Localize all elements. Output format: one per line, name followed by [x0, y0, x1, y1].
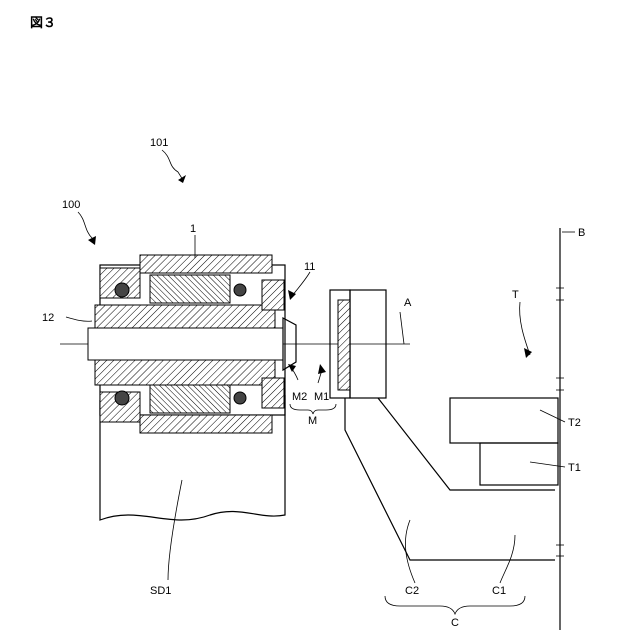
label-m: M [308, 415, 317, 427]
label-t1: T1 [568, 462, 581, 474]
label-1: 1 [190, 223, 196, 235]
label-100: 100 [62, 199, 80, 211]
label-c1: C1 [492, 585, 506, 597]
label-m2: M2 [292, 391, 307, 403]
tool-holder [330, 290, 555, 560]
spindle-assembly [88, 255, 296, 520]
label-b: B [578, 227, 585, 239]
label-a: A [404, 297, 412, 309]
label-c2: C2 [405, 585, 419, 597]
label-t2: T2 [568, 417, 581, 429]
label-11: 11 [304, 261, 315, 273]
label-m1: M1 [314, 391, 329, 403]
label-sd1: SD1 [150, 585, 171, 597]
wall-b [556, 228, 564, 630]
label-12: 12 [42, 312, 54, 324]
label-101: 101 [150, 137, 168, 149]
label-c: C [451, 617, 459, 629]
label-t: T [512, 289, 519, 301]
